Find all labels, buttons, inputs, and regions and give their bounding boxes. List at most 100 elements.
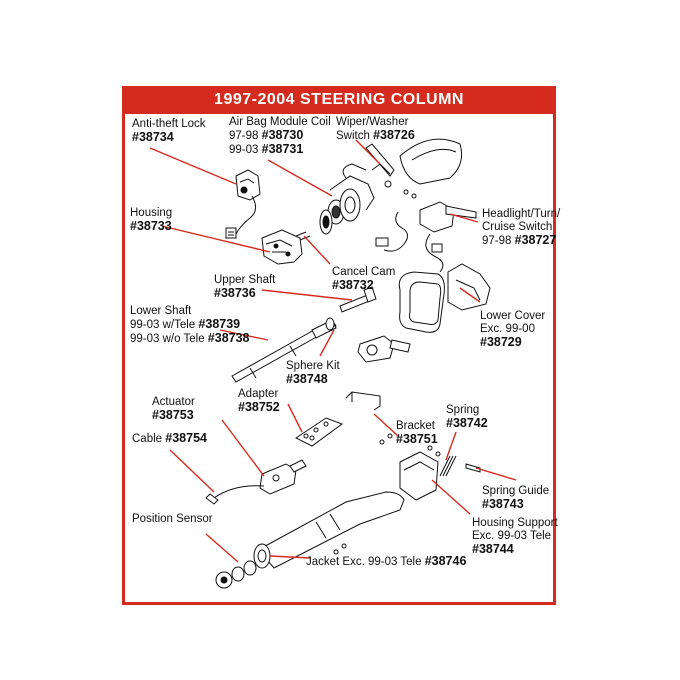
label-name: Housing xyxy=(130,207,173,219)
spring-guide-part xyxy=(465,463,481,473)
leader-housing xyxy=(161,225,271,253)
part-number: #38746 xyxy=(424,554,467,568)
bracket-part xyxy=(345,391,381,411)
label-housing-support: Housing Support Exc. 99-03 Tele #38744 xyxy=(472,517,558,556)
label-name: Housing Support xyxy=(472,517,558,529)
wiper-switch-part xyxy=(365,138,463,188)
leader-wiper xyxy=(355,139,381,165)
label-spring-guide: Spring Guide #38743 xyxy=(482,485,549,511)
label-jacket: Jacket Exc. 99-03 Tele #38746 xyxy=(306,555,466,569)
part-number: #38733 xyxy=(130,219,172,233)
label-prefix: 97-98 xyxy=(482,235,512,247)
label-prefix: Switch xyxy=(336,130,370,142)
label-lower-shaft: Lower Shaft 99-03 w/Tele #38739 99-03 w/… xyxy=(130,305,250,346)
part-number: #38738 xyxy=(207,331,250,345)
label-name: Cable xyxy=(132,433,163,445)
part-number: #38736 xyxy=(214,286,256,300)
leader-housing-support xyxy=(431,479,471,515)
label-sphere-kit: Sphere Kit #38748 xyxy=(286,360,340,386)
label-name: Jacket Exc. 99-03 Tele xyxy=(306,556,422,568)
part-number: #38753 xyxy=(152,408,194,422)
leader-spring-guide xyxy=(475,467,517,481)
label-adapter: Adapter #38752 xyxy=(238,388,280,414)
label-name: Actuator xyxy=(152,396,195,408)
housing-part xyxy=(261,229,311,265)
part-number: #38748 xyxy=(286,372,328,386)
part-number: #38732 xyxy=(332,278,374,292)
label-headlight-switch: Headlight/Turn/ Cruise Switch 97-98 #387… xyxy=(482,208,560,248)
leader-bracket xyxy=(373,413,399,437)
leader-sphere-kit xyxy=(319,329,335,357)
leader-adapter xyxy=(287,403,303,433)
part-number: #38734 xyxy=(132,130,174,144)
leader-lower-cover xyxy=(459,287,481,303)
label-name: Upper Shaft xyxy=(214,274,276,286)
adapter-part xyxy=(295,417,344,447)
part-number: #38730 xyxy=(261,128,304,142)
label-prefix: 99-03 w/Tele xyxy=(130,319,196,331)
headlight-switch-part xyxy=(375,201,477,273)
label-line2: Exc. 99-03 Tele xyxy=(472,530,552,542)
leader-jacket xyxy=(269,555,311,559)
leader-position-sensor xyxy=(205,533,239,563)
label-line2: Cruise Switch xyxy=(482,221,553,233)
part-number: #38726 xyxy=(373,128,415,142)
jacket-part xyxy=(253,491,405,569)
label-anti-theft-lock: Anti-theft Lock #38734 xyxy=(132,118,206,144)
label-name: Spring Guide xyxy=(482,485,550,497)
label-actuator: Actuator #38753 xyxy=(152,396,195,422)
label-lower-cover: Lower Cover Exc. 99-00 #38729 xyxy=(480,310,545,349)
leader-headlight xyxy=(449,213,479,223)
leader-spring xyxy=(445,431,457,461)
part-number: #38729 xyxy=(480,335,522,349)
leader-cancel-cam xyxy=(303,235,331,265)
label-housing: Housing #38733 xyxy=(130,207,172,233)
cancel-cam-part xyxy=(319,209,333,235)
upper-shaft-part xyxy=(339,286,377,313)
leader-upper-shaft xyxy=(261,289,353,301)
lower-shaft-part xyxy=(231,317,337,383)
label-name: Lower Shaft xyxy=(130,305,192,317)
label-name: Wiper/Washer xyxy=(336,116,409,128)
label-prefix: 97-98 xyxy=(229,130,259,142)
label-position-sensor: Position Sensor xyxy=(132,513,213,526)
lower-cover-part xyxy=(398,263,491,333)
label-prefix: 99-03 w/o Tele xyxy=(130,333,205,345)
label-name: Bracket xyxy=(396,420,435,432)
label-cancel-cam: Cancel Cam #38732 xyxy=(332,266,395,292)
label-name: Position Sensor xyxy=(132,513,213,525)
part-number: #38751 xyxy=(396,432,438,446)
leader-airbag xyxy=(267,159,333,197)
leader-cable xyxy=(169,449,215,493)
label-cable: Cable #38754 xyxy=(132,432,207,446)
label-airbag-coil: Air Bag Module Coil 97-98 #38730 99-03 #… xyxy=(229,116,331,157)
leader-anti-theft xyxy=(149,147,237,185)
label-name: Spring xyxy=(446,404,480,416)
label-upper-shaft: Upper Shaft #38736 xyxy=(214,274,275,300)
spring-part xyxy=(439,455,457,477)
part-number: #38744 xyxy=(472,542,514,556)
part-number: #38731 xyxy=(261,142,304,156)
label-spring: Spring #38742 xyxy=(446,404,488,430)
label-name: Cancel Cam xyxy=(332,266,396,278)
label-name: Lower Cover xyxy=(480,310,546,322)
label-prefix: 99-03 xyxy=(229,144,259,156)
cable-part xyxy=(205,485,265,505)
part-number: #38739 xyxy=(198,317,241,331)
airbag-coil-part xyxy=(327,163,375,225)
small-hardware xyxy=(333,189,441,555)
anti-theft-lock-part xyxy=(225,169,261,239)
label-wiper-washer: Wiper/Washer Switch #38726 xyxy=(336,116,415,143)
part-number: #38742 xyxy=(446,416,488,430)
label-bracket: Bracket #38751 xyxy=(396,420,438,446)
actuator-part xyxy=(259,459,307,495)
part-number: #38727 xyxy=(514,233,557,247)
part-number: #38743 xyxy=(482,497,524,511)
label-line2: Exc. 99-00 xyxy=(480,323,535,335)
housing-support-part xyxy=(399,451,439,501)
sphere-kit-part xyxy=(357,335,411,363)
diagram-title: 1997-2004 STEERING COLUMN xyxy=(122,86,556,114)
label-name: Air Bag Module Coil xyxy=(229,116,331,128)
leader-actuator xyxy=(221,419,265,477)
